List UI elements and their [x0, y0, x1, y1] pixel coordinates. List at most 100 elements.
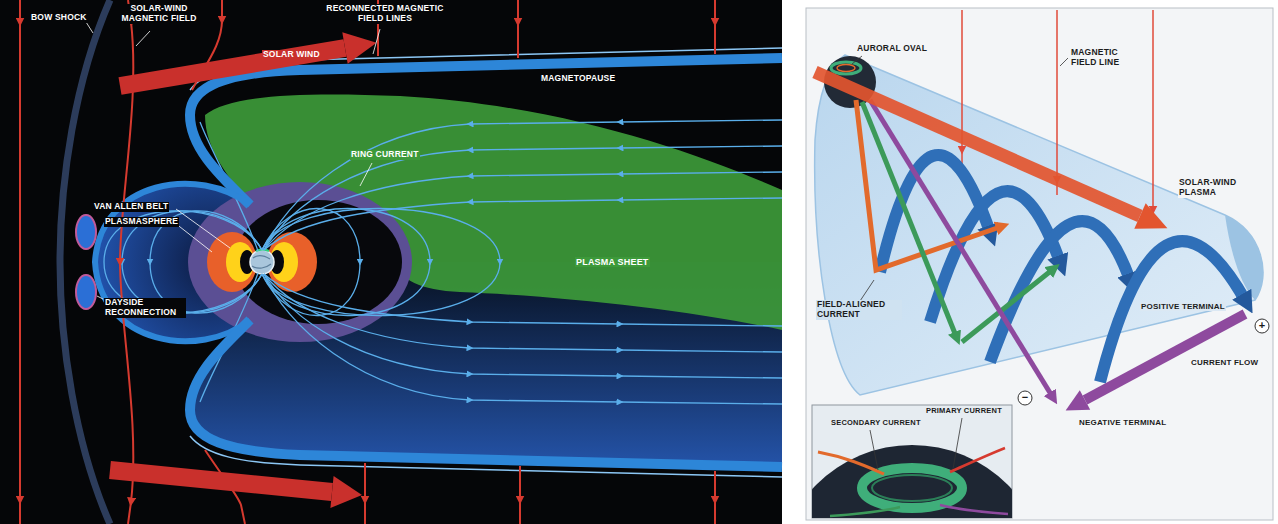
leader-line	[86, 22, 380, 299]
solar-wind-arrow	[110, 470, 332, 492]
region-label: SOLAR-WIND MAGNETIC FIELD	[112, 4, 206, 24]
solar-wind-plasma-arrow	[1134, 203, 1167, 229]
solar-wind-field-lines	[714, 471, 716, 524]
inset-label: SECONDARY CURRENT	[830, 419, 922, 428]
ring-current	[188, 182, 412, 342]
current-circuit-panel	[777, 8, 1273, 524]
magnetopause	[190, 58, 782, 205]
auroral-inset	[812, 445, 1012, 518]
region-label: PLASMA SHEET	[575, 257, 650, 267]
dayside-reconnection-site	[76, 215, 96, 249]
magnetic-field-lines	[264, 274, 782, 326]
terminal-circle	[1018, 391, 1032, 405]
solar-wind-field-lines	[364, 463, 366, 524]
earth	[837, 65, 855, 72]
magnetic-field-lines	[262, 209, 430, 316]
solar-wind-arrow	[120, 48, 345, 86]
part-label: NEGATIVE TERMINAL	[1078, 418, 1167, 427]
magnetopause	[190, 48, 782, 90]
leader-line	[373, 29, 380, 54]
solar-wind-field-lines	[20, 0, 715, 524]
solar-wind-field-lines	[519, 466, 521, 524]
region-label: VAN ALLEN BELT	[93, 202, 169, 212]
auroral-inset	[950, 448, 1005, 472]
magnetic-field-lines	[264, 120, 782, 250]
leader-line	[136, 31, 150, 46]
radiation-belts	[207, 232, 317, 292]
plasma-sheet	[205, 94, 782, 330]
region-label: PLASMASPHERE	[104, 217, 179, 227]
solar-wind-arrow	[110, 32, 377, 508]
magnetic-field-lines	[262, 209, 360, 316]
auroral-inset	[940, 505, 1008, 514]
part-label: POSITIVE TERMINAL	[1140, 302, 1226, 311]
part-label: SOLAR-WIND PLASMA	[1178, 178, 1246, 198]
terminal-circle	[1018, 319, 1269, 405]
region-label: MAGNETOPAUSE	[540, 74, 616, 84]
solar-wind-plasma-arrow	[815, 72, 1167, 229]
solar-wind-plasma-arrow	[815, 72, 1140, 216]
leader-line	[953, 418, 962, 469]
ring-current	[234, 200, 402, 324]
auroral-inset	[812, 445, 1012, 518]
field-aligned-current	[962, 270, 1052, 342]
solar-wind-field-lines	[19, 0, 21, 524]
leader-line	[852, 56, 862, 64]
magnetic-field-lines	[264, 274, 782, 352]
part-label: FIELD-ALIGNED CURRENT	[816, 300, 902, 320]
auroral-inset	[872, 475, 952, 501]
panel-background	[0, 0, 782, 524]
magnetopause	[190, 436, 782, 477]
magnetic-field-lines	[262, 209, 500, 316]
earth	[831, 62, 861, 74]
leader-line	[1060, 58, 1068, 66]
current-flow-arrow	[1066, 390, 1091, 410]
terminal-circle	[1255, 319, 1269, 333]
earth	[252, 256, 271, 268]
terminal-sign: −	[1021, 391, 1030, 404]
leader-line	[360, 163, 372, 186]
inset-label: PRIMARY CURRENT	[925, 407, 1003, 416]
part-label: CURRENT FLOW	[1190, 358, 1259, 367]
magnetic-field-lines	[264, 274, 782, 404]
magnetopause	[190, 320, 782, 467]
solar-wind-field-lines	[517, 0, 519, 58]
solar-wind-field-lines	[714, 0, 716, 54]
auroral-inset	[830, 507, 900, 516]
magnetosphere-panel	[0, 0, 782, 524]
region-label: BOW SHOCK	[30, 13, 88, 23]
dayside-reconnection-site	[76, 215, 96, 309]
auroral-inset	[777, 405, 1047, 524]
magnetic-field-line	[1152, 10, 1154, 222]
auroral-inset	[862, 468, 962, 508]
magnetic-field-line	[962, 10, 1153, 222]
magnetic-field-lines	[264, 274, 782, 378]
field-aligned-current	[856, 100, 1052, 396]
leader-line	[852, 56, 1068, 470]
region-label: RING CURRENT	[350, 150, 420, 160]
magnetic-field-lines	[264, 172, 782, 250]
magnetic-field-line	[1056, 10, 1058, 195]
leader-line	[870, 430, 878, 470]
ring-current	[188, 182, 412, 342]
leader-line	[86, 22, 93, 33]
leader-line	[97, 296, 103, 299]
solar-wind-arrow	[330, 476, 362, 508]
current-flow-arrow	[1085, 314, 1245, 400]
dayside-reconnection-site	[76, 275, 96, 309]
leader-line	[175, 223, 212, 252]
leader-line	[860, 280, 874, 301]
region-label: RECONNECTED MAGNETIC FIELD LINES	[318, 4, 452, 24]
part-label: AURORAL OVAL	[856, 44, 928, 54]
terminal-sign: +	[1258, 319, 1267, 332]
earth	[250, 250, 274, 274]
magnetic-field-lines	[264, 146, 782, 250]
part-label: MAGNETIC FIELD LINE	[1070, 48, 1138, 68]
auroral-inset	[818, 452, 884, 474]
field-aligned-current	[870, 100, 1052, 396]
solar-wind-arrow	[342, 32, 376, 64]
leader-line	[176, 209, 230, 248]
earth	[250, 250, 274, 275]
